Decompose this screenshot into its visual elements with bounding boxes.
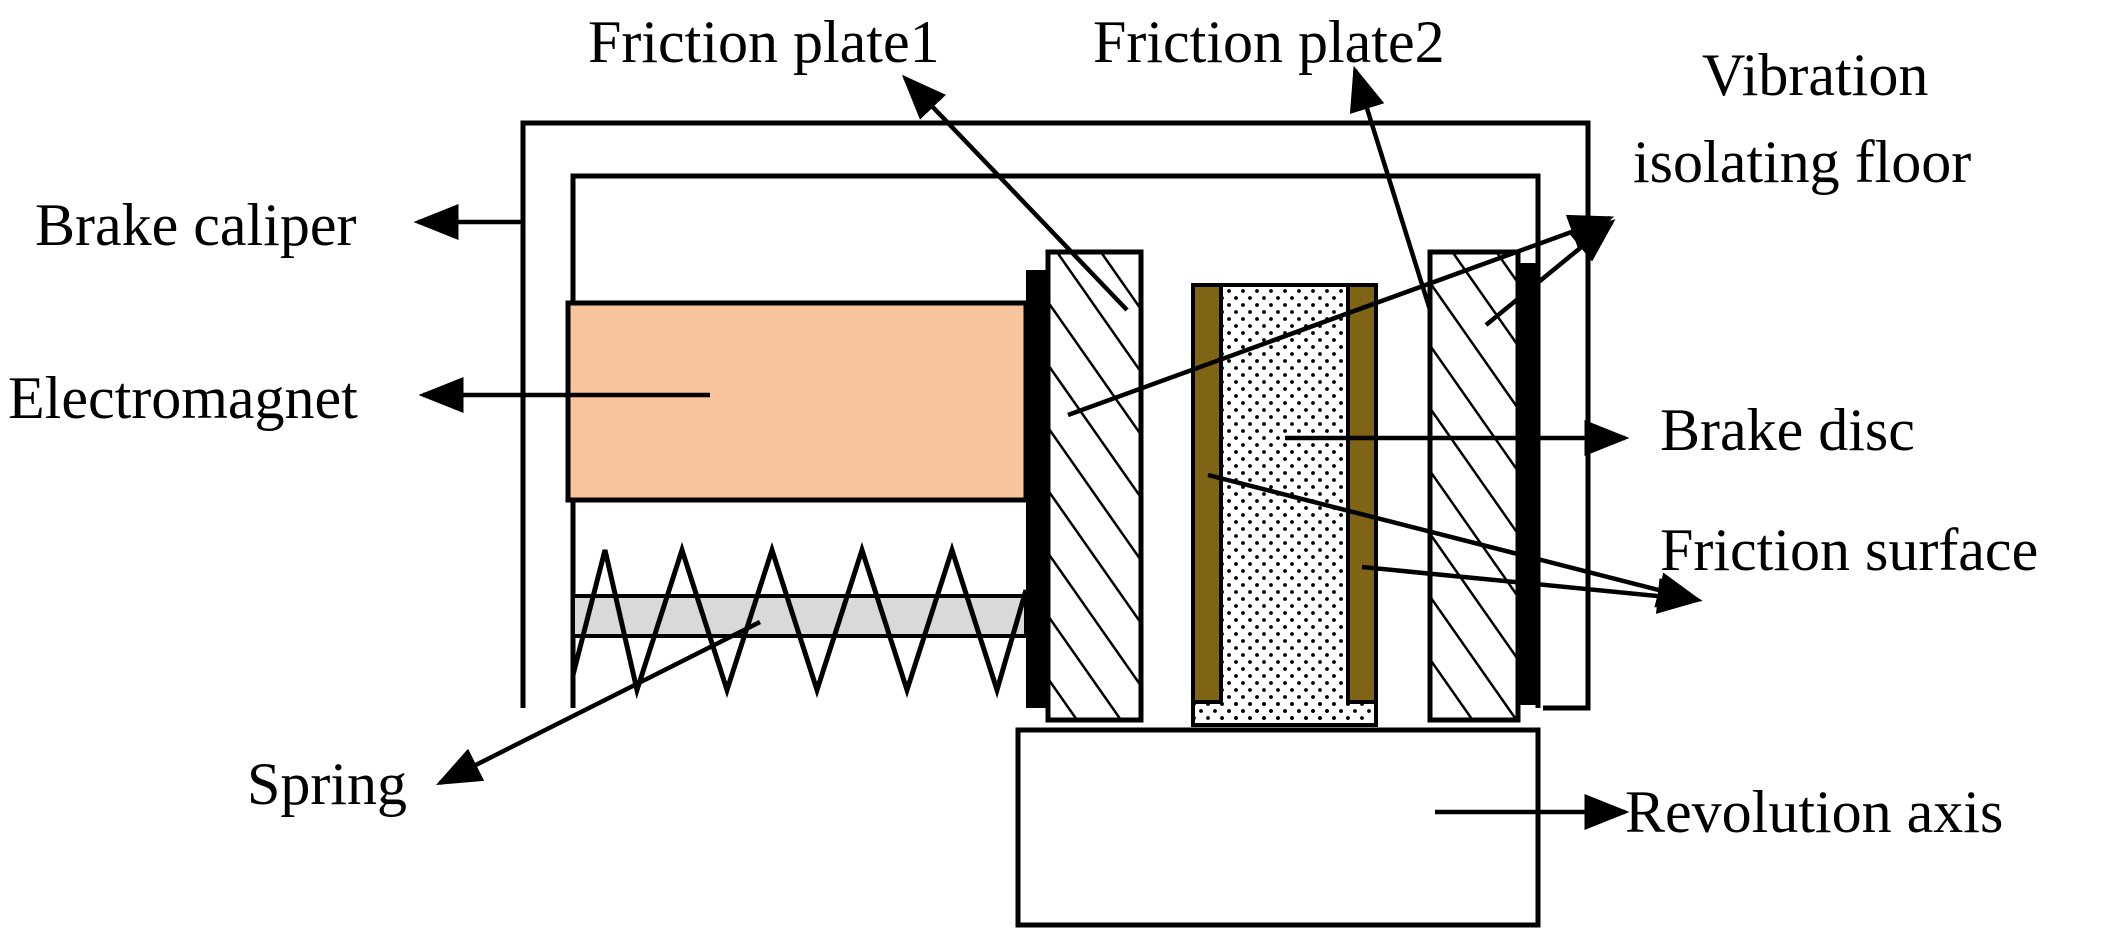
label-friction-surface: Friction surface [1660,517,2038,583]
electromagnet [565,300,1029,503]
friction-plate-2 [1427,249,1521,723]
arrow-friction-surface-2 [1361,564,1703,614]
brake-disc-hub-dots [1193,702,1376,725]
label-vibration-line1: Vibration [1702,42,1928,108]
label-friction-plate-1: Friction plate1 [588,9,940,75]
right-backing-plate [1518,263,1538,705]
label-brake-caliper: Brake caliper [35,192,356,258]
friction-surface-left [1191,283,1223,704]
left-backing-plate [1026,270,1046,708]
callout-arrows [413,65,1703,830]
arrow-friction-surface-1 [1207,472,1703,608]
label-electromagnet: Electromagnet [8,365,358,431]
label-spring: Spring [247,751,407,817]
friction-plate-1 [1045,249,1144,723]
label-revolution-axis: Revolution axis [1625,779,2003,845]
label-brake-disc: Brake disc [1660,397,1915,463]
arrow-vibration-2 [1484,219,1616,327]
revolution-axis-block [1015,727,1541,928]
label-friction-plate-2: Friction plate2 [1093,9,1445,75]
arrow-friction-plate-2 [1349,65,1433,311]
friction-surface-right [1346,283,1378,704]
arrow-friction-plate-1 [901,74,1129,312]
label-vibration-line2: isolating floor [1633,129,1971,195]
arrow-spring [435,619,762,786]
spring-coil [570,541,1029,700]
arrow-vibration-1 [1067,214,1615,418]
